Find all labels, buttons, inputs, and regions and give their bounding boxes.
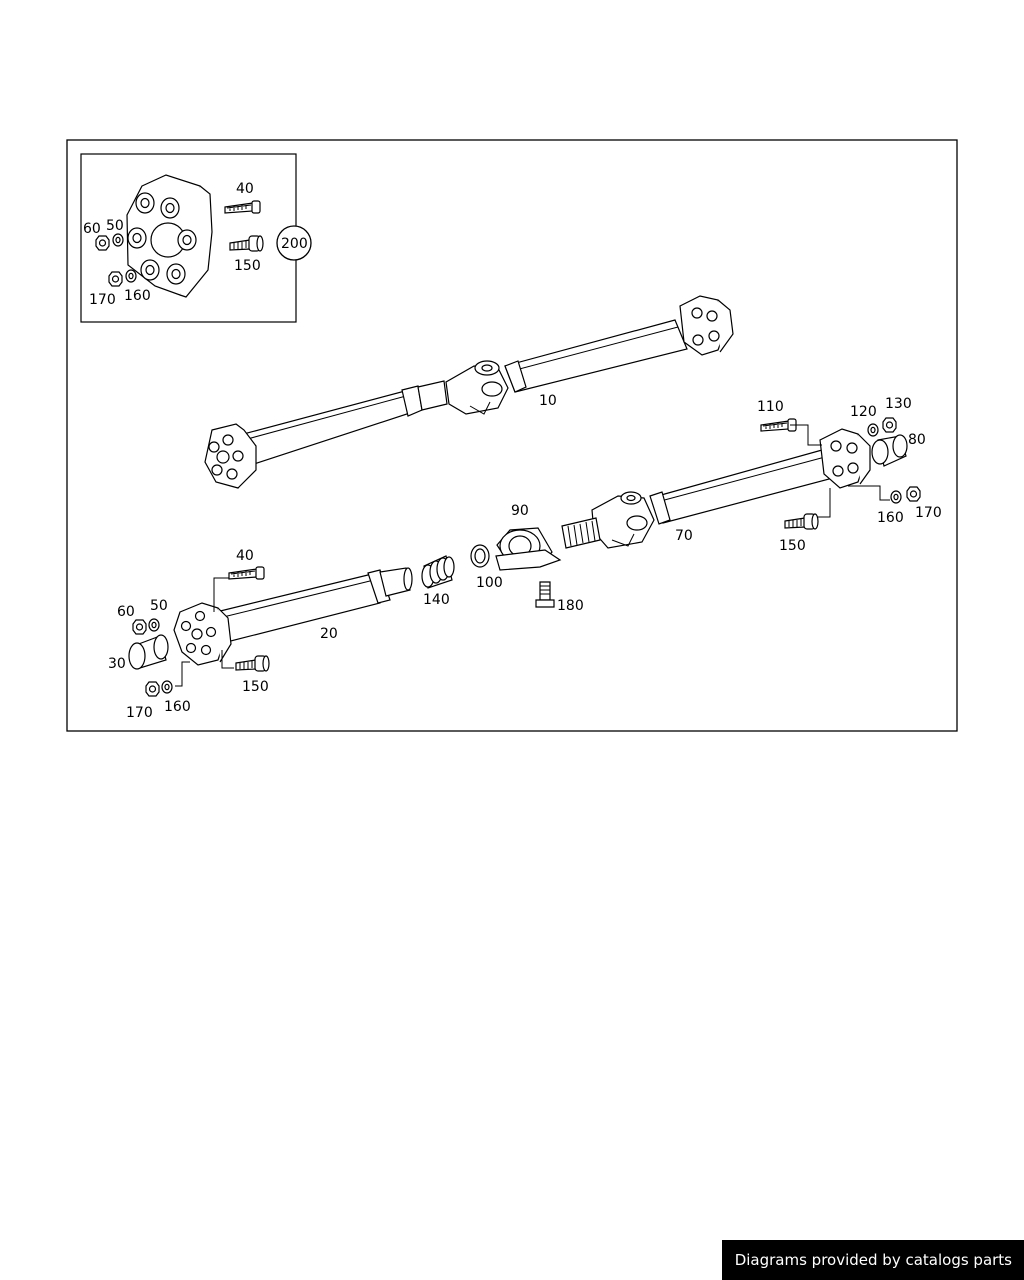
label-170-left: 170 — [126, 705, 153, 721]
label-140: 140 — [423, 592, 450, 608]
label-160-right: 160 — [877, 510, 904, 526]
nut-170-left — [145, 681, 160, 697]
bearing-ring-100 — [470, 544, 490, 568]
label-150-left: 150 — [242, 679, 269, 695]
label-180: 180 — [557, 598, 584, 614]
inset-nut-60 — [95, 235, 110, 251]
washer-160-right — [890, 490, 902, 504]
label-60: 60 — [117, 604, 135, 620]
label-170-right: 170 — [915, 505, 942, 521]
label-inset-200: 200 — [281, 236, 308, 252]
label-20: 20 — [320, 626, 338, 642]
inset-washer-50 — [112, 233, 124, 247]
label-130: 130 — [885, 396, 912, 412]
washer-120 — [867, 423, 879, 437]
nut-60 — [132, 619, 147, 635]
label-80: 80 — [908, 432, 926, 448]
flex-disc-inset — [126, 174, 213, 298]
callout-circle-200 — [276, 225, 312, 261]
label-120: 120 — [850, 404, 877, 420]
bolt-180 — [535, 581, 555, 608]
shaft-70 — [561, 428, 871, 549]
coupling-80 — [871, 434, 908, 467]
label-110: 110 — [757, 399, 784, 415]
label-inset-160: 160 — [124, 288, 151, 304]
washer-50 — [148, 618, 160, 632]
label-inset-50: 50 — [106, 218, 124, 234]
label-90: 90 — [511, 503, 529, 519]
leader-lines — [175, 424, 890, 687]
label-inset-170: 170 — [89, 292, 116, 308]
label-40: 40 — [236, 548, 254, 564]
label-100: 100 — [476, 575, 503, 591]
label-30: 30 — [108, 656, 126, 672]
label-10: 10 — [539, 393, 557, 409]
nut-130 — [882, 417, 897, 433]
bolt-40 — [228, 566, 265, 580]
bolt-150-left — [235, 655, 270, 672]
label-160-left: 160 — [164, 699, 191, 715]
label-150-right: 150 — [779, 538, 806, 554]
inset-bolt-150 — [229, 235, 264, 252]
diagram-frame — [66, 139, 958, 732]
label-inset-60: 60 — [83, 221, 101, 237]
label-inset-40: 40 — [236, 181, 254, 197]
dust-boot-140 — [421, 555, 455, 589]
inset-bolt-40 — [224, 200, 261, 214]
nut-170-right — [906, 486, 921, 502]
labels: 40 60 50 150 170 160 200 10 110 120 130 … — [83, 181, 942, 721]
center-bearing-90 — [495, 527, 562, 571]
inset-washer-160 — [125, 269, 137, 283]
coupling-30 — [128, 634, 169, 670]
bolt-150-right — [784, 513, 819, 530]
shaft-20 — [173, 567, 413, 666]
label-inset-150: 150 — [234, 258, 261, 274]
washer-160-left — [161, 680, 173, 694]
inset-nut-170 — [108, 271, 123, 287]
credit-banner: Diagrams provided by catalogs parts — [721, 1240, 1024, 1280]
label-50: 50 — [150, 598, 168, 614]
label-70: 70 — [675, 528, 693, 544]
shaft-10 — [204, 295, 734, 489]
